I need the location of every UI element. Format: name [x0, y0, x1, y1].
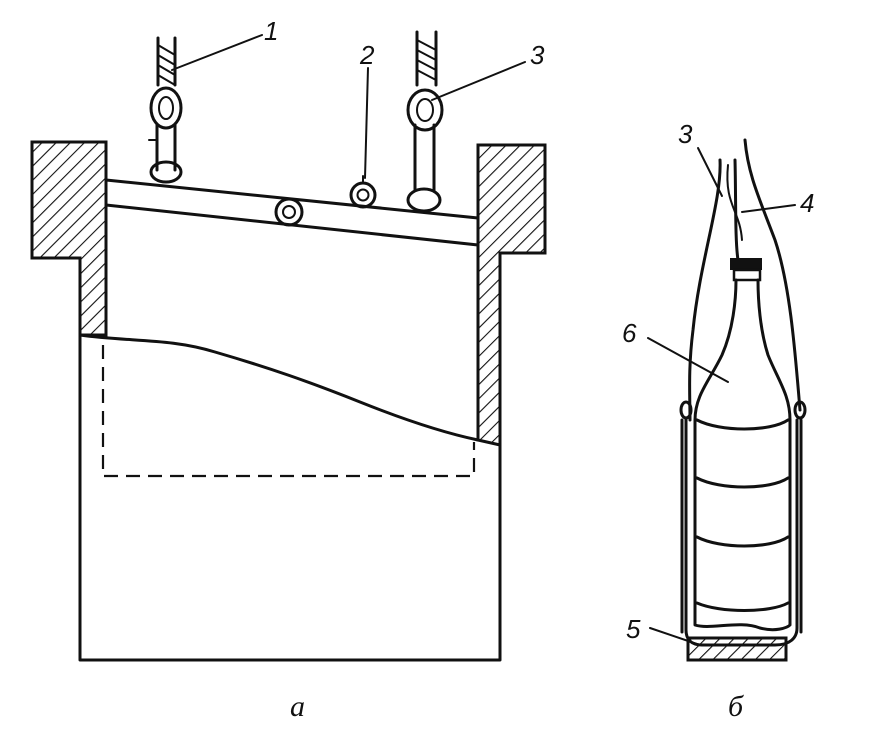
suspension-rope [688, 158, 740, 422]
left-wall-section [30, 140, 108, 337]
label-4: 4 [800, 188, 814, 218]
rope-1 [148, 36, 183, 184]
ring-2 [349, 175, 377, 209]
container-body [78, 251, 502, 662]
leader-2 [364, 67, 369, 179]
leader-3-right [697, 147, 723, 197]
label-1: 1 [264, 16, 278, 46]
leader-1 [171, 34, 263, 71]
label-6: 6 [622, 318, 637, 348]
rope-3 [406, 30, 444, 213]
leader-5 [649, 627, 701, 646]
weight-base [686, 636, 788, 662]
label-2: 2 [359, 40, 375, 70]
bottle [693, 258, 792, 632]
caption-b: б [728, 690, 744, 723]
label-3-left: 3 [530, 40, 545, 70]
caption-a: a [290, 690, 305, 723]
leader-4 [741, 204, 796, 213]
label-5: 5 [626, 614, 641, 644]
fill-surface [78, 333, 480, 442]
leader-6 [647, 337, 729, 383]
inner-dashed-contour [101, 345, 476, 478]
cage-frame [679, 400, 807, 647]
figure-b [647, 138, 807, 662]
right-wall-section [476, 143, 547, 447]
leader-3-left [431, 61, 526, 101]
pivot-ring [274, 197, 304, 227]
figure-a [30, 30, 547, 662]
label-3-right: 3 [678, 119, 693, 149]
